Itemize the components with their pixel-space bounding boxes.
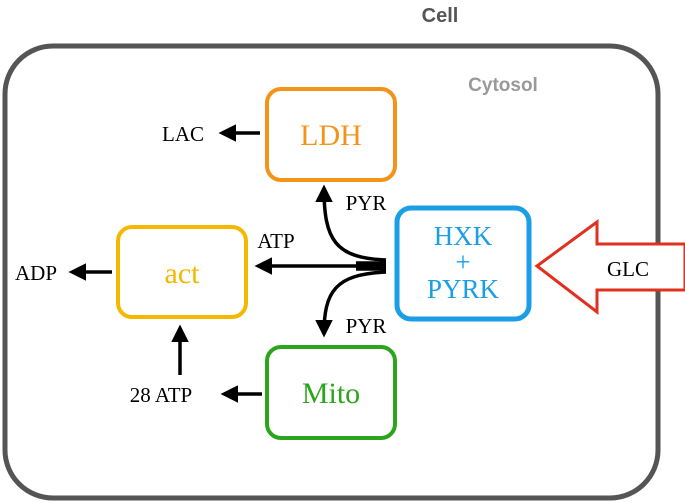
arrow-to-mito bbox=[315, 270, 387, 338]
mito-label: Mito bbox=[302, 377, 360, 410]
plus-label: + bbox=[455, 247, 470, 277]
cell-title: Cell bbox=[422, 5, 459, 27]
act-label: act bbox=[165, 257, 201, 290]
pyr-bottom-label: PYR bbox=[346, 314, 387, 338]
cytosol-label: Cytosol bbox=[468, 75, 538, 96]
ldh-label: LDH bbox=[300, 119, 362, 152]
atp-label: ATP bbox=[257, 229, 294, 253]
output-arrows bbox=[68, 124, 262, 403]
glc-label: GLC bbox=[607, 257, 649, 281]
ldh-box bbox=[265, 87, 397, 182]
glc-input-arrow bbox=[534, 219, 685, 316]
atp28-label: 28 ATP bbox=[130, 383, 192, 407]
hxk-pyrk-box bbox=[394, 205, 532, 322]
adp-label: ADP bbox=[15, 261, 57, 285]
flux-bundle bbox=[254, 184, 387, 338]
pyr-top-label: PYR bbox=[346, 191, 387, 215]
arrow-to-ldh bbox=[315, 184, 387, 262]
lac-label: LAC bbox=[162, 122, 204, 146]
mito-box bbox=[265, 345, 397, 440]
pyrk-label: PYRK bbox=[427, 274, 500, 304]
hxk-label: HXK bbox=[434, 221, 493, 251]
act-box bbox=[116, 225, 248, 319]
